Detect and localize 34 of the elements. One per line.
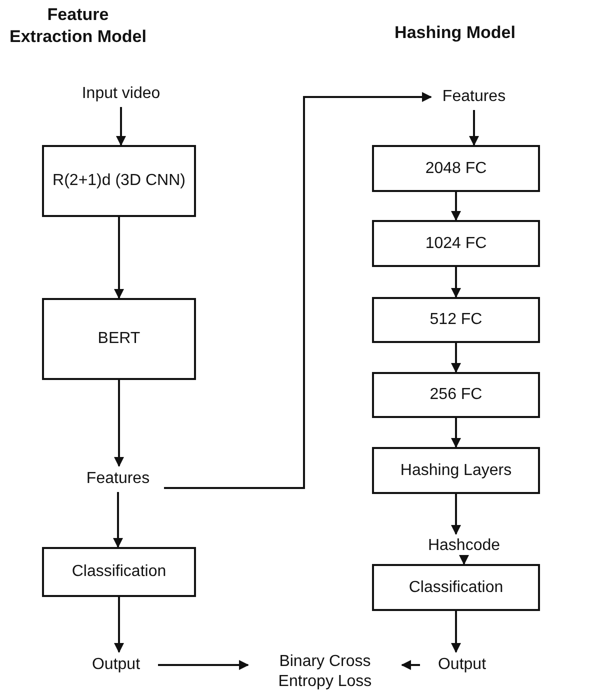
- process-box: BERT: [42, 298, 196, 380]
- process-box: Classification: [372, 564, 540, 611]
- arrow: [114, 217, 124, 299]
- arrow: [451, 267, 461, 298]
- arrow: [116, 107, 126, 146]
- arrow: [113, 492, 123, 548]
- arrow: [114, 380, 124, 467]
- process-box: 2048 FC: [372, 145, 540, 192]
- arrow: [469, 110, 479, 146]
- arrow: [451, 343, 461, 373]
- process-box: 1024 FC: [372, 220, 540, 267]
- arrow: [158, 660, 249, 670]
- node-text: Output: [426, 654, 498, 676]
- arrow: [401, 660, 420, 670]
- process-box: Hashing Layers: [372, 447, 540, 494]
- node-text: Features: [76, 468, 160, 490]
- process-box: Classification: [42, 547, 196, 597]
- column-heading: Feature Extraction Model: [8, 4, 148, 48]
- node-text: Binary Cross Entropy Loss: [252, 650, 398, 694]
- process-box: R(2+1)d (3D CNN): [42, 145, 196, 217]
- node-text: Features: [433, 86, 515, 108]
- node-text: Hashcode: [418, 536, 510, 556]
- arrow: [451, 192, 461, 221]
- arrow: [451, 494, 461, 535]
- arrow: [459, 555, 469, 565]
- arrow: [114, 597, 124, 653]
- process-box: 512 FC: [372, 297, 540, 343]
- column-heading: Hashing Model: [394, 22, 516, 44]
- process-box: 256 FC: [372, 372, 540, 418]
- node-text: Output: [80, 654, 152, 676]
- arrow: [164, 92, 432, 489]
- node-text: Input video: [67, 83, 175, 105]
- arrow: [451, 418, 461, 448]
- arrow: [451, 611, 461, 653]
